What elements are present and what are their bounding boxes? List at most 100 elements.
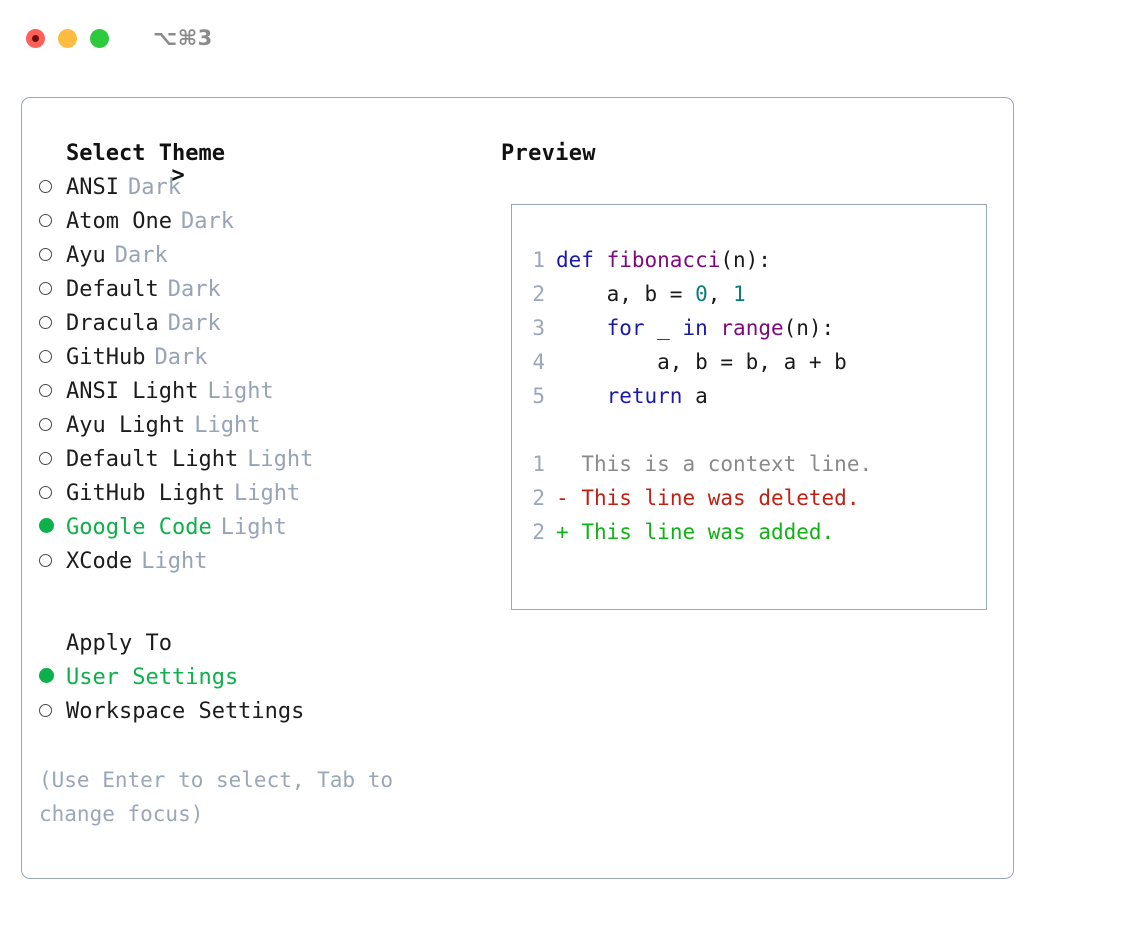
apply-to-option-user-settings[interactable]: User Settings <box>39 665 479 699</box>
theme-option-dracula[interactable]: Dracula Dark <box>39 311 479 345</box>
line-number: 3 <box>532 316 545 340</box>
theme-option-google-code[interactable]: Google Code Light <box>39 515 479 549</box>
code-token-pl: , <box>707 282 734 306</box>
code-token-kw: in <box>682 316 708 340</box>
radio-unselected-icon <box>39 245 66 267</box>
theme-option-default[interactable]: Default Dark <box>39 277 479 311</box>
diff-sign <box>556 452 569 476</box>
theme-name: Default <box>66 277 159 302</box>
theme-variant-badge: Dark <box>114 243 168 268</box>
radio-unselected-icon <box>39 177 66 199</box>
theme-option-ayu[interactable]: Ayu Dark <box>39 243 479 277</box>
theme-option-atom-one[interactable]: Atom One Dark <box>39 209 479 243</box>
title-bar: ⌥⌘3 <box>0 0 1140 76</box>
code-token-pl <box>556 316 607 340</box>
theme-variant-badge: Light <box>194 413 261 438</box>
code-token-fn: fibonacci <box>606 248 721 272</box>
window-controls <box>26 28 109 48</box>
select-theme-title: Select Theme <box>66 141 225 166</box>
diff-text: This is a context line. <box>581 452 873 476</box>
code-token-pl: (n): <box>720 248 771 272</box>
code-line-text: a, b = 0, 1 <box>556 277 746 311</box>
diff-sample: 1 This is a context line.2- This line wa… <box>526 447 986 549</box>
code-line-text: def fibonacci(n): <box>556 243 771 277</box>
line-number: 1 <box>532 248 545 272</box>
radio-unselected-icon <box>39 483 66 505</box>
minimize-button[interactable] <box>58 28 77 48</box>
code-token-fn: range <box>720 316 784 340</box>
apply-to-label: Workspace Settings <box>66 699 305 724</box>
radio-unselected-icon <box>39 381 66 403</box>
code-line-text: for _ in range(n): <box>556 311 835 345</box>
code-line: 1 def fibonacci(n): <box>526 243 986 277</box>
section-spacer <box>39 583 479 631</box>
code-token-num: 1 <box>733 282 746 306</box>
theme-variant-badge: Dark <box>167 277 221 302</box>
code-line: 4 a, b = b, a + b <box>526 345 986 379</box>
theme-variant-badge: Dark <box>180 209 234 234</box>
maximize-button[interactable] <box>90 28 109 48</box>
close-button[interactable] <box>26 28 45 48</box>
preview-title: Preview <box>501 141 596 166</box>
code-token-pl: a <box>682 384 708 408</box>
line-number: 2 <box>532 520 545 544</box>
apply-to-option-workspace-settings[interactable]: Workspace Settings <box>39 699 479 733</box>
radio-unselected-icon <box>39 449 66 471</box>
apply-to-title: Apply To <box>66 631 172 656</box>
theme-name: Google Code <box>66 515 212 540</box>
theme-name: ANSI Light <box>66 379 199 404</box>
theme-name: Ayu Light <box>66 413 186 438</box>
code-token-pl: (n): <box>783 316 835 340</box>
diff-line-text: + This line was added. <box>556 515 834 549</box>
code-token-pl: a, b = b, a + b <box>556 350 847 374</box>
apply-to-header: Apply To <box>39 631 479 665</box>
code-token-kw: def <box>556 248 607 272</box>
code-token-kw: return <box>606 384 683 408</box>
theme-name: XCode <box>66 549 133 574</box>
radio-unselected-icon <box>39 701 66 723</box>
line-number: 5 <box>532 384 545 408</box>
code-token-pl <box>556 384 607 408</box>
code-line-text: return a <box>556 379 708 413</box>
code-diff-spacer <box>526 413 986 447</box>
theme-name: GitHub Light <box>66 481 225 506</box>
line-number: 4 <box>532 350 545 374</box>
radio-unselected-icon <box>39 313 66 335</box>
theme-option-ayu-light[interactable]: Ayu Light Light <box>39 413 479 447</box>
theme-variant-badge: Light <box>220 515 287 540</box>
theme-option-ansi[interactable]: ANSI Dark <box>39 175 479 209</box>
radio-unselected-icon <box>39 211 66 233</box>
theme-name: Atom One <box>66 209 172 234</box>
radio-selected-icon <box>39 667 66 689</box>
radio-unselected-icon <box>39 415 66 437</box>
code-token-pl: a, b = <box>556 282 696 306</box>
select-theme-header: > Select Theme <box>39 141 479 187</box>
diff-sign: + <box>556 520 569 544</box>
theme-name: Default Light <box>66 447 239 472</box>
apply-to-label: User Settings <box>66 665 239 690</box>
theme-variant-badge: Dark <box>127 175 181 200</box>
theme-variant-badge: Dark <box>167 311 221 336</box>
code-token-pl <box>708 316 721 340</box>
line-number: 2 <box>532 486 545 510</box>
radio-selected-icon <box>39 517 66 539</box>
diff-sign: - <box>556 486 569 510</box>
theme-name: ANSI <box>66 175 119 200</box>
theme-name: Dracula <box>66 311 159 336</box>
code-line: 3 for _ in range(n): <box>526 311 986 345</box>
radio-unselected-icon <box>39 551 66 573</box>
theme-variant-badge: Dark <box>154 345 208 370</box>
code-line: 2 a, b = 0, 1 <box>526 277 986 311</box>
theme-name: Ayu <box>66 243 106 268</box>
